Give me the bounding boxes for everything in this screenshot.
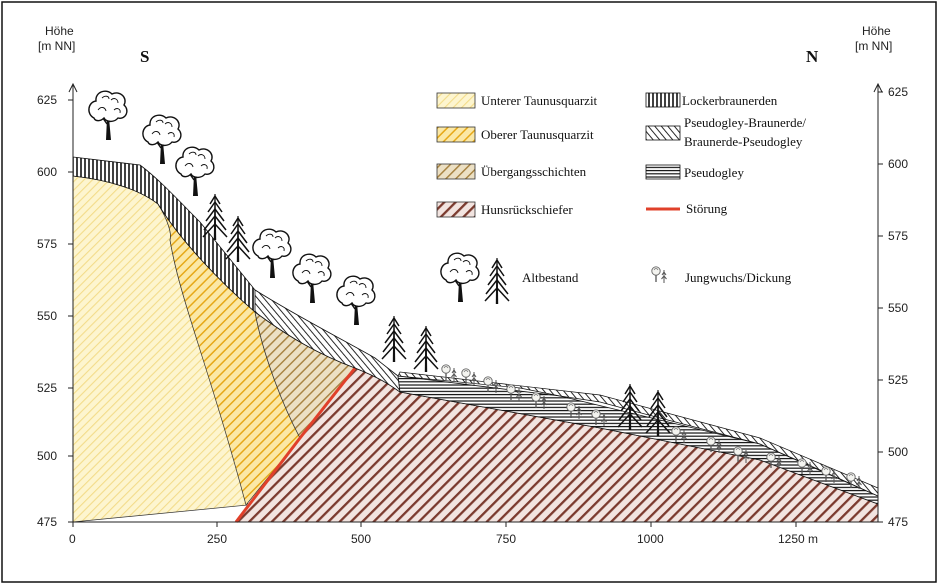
legend-conifer-tree-icon — [484, 257, 510, 305]
legend-label-pbraun-line2: Braunerde-Pseudogley — [684, 134, 803, 149]
legend-swatch-uebergang — [436, 163, 476, 180]
left-tick-500: 500 — [37, 449, 57, 463]
left-tick-550: 550 — [37, 309, 57, 323]
right-axis-label-line1: Höhe — [862, 24, 891, 38]
legend-swatch-oberer — [436, 126, 476, 143]
left-tick-475: 475 — [37, 515, 57, 529]
legend-swatch-pbraun — [645, 125, 681, 141]
x-tick-1250: 1250 m — [778, 532, 818, 546]
legend-label-pseudogley: Pseudogley — [684, 165, 744, 180]
soil-pseudogley-braunerde — [254, 289, 401, 393]
x-tick-labels: 0 250 500 750 1000 1250 m — [69, 532, 818, 546]
legend-label-unterer: Unterer Taunusquarzit — [481, 93, 598, 108]
left-y-axis — [68, 82, 78, 523]
legend-label-oberer: Oberer Taunusquarzit — [481, 127, 594, 142]
direction-south: S — [140, 47, 149, 66]
right-tick-550: 550 — [888, 301, 908, 315]
x-tick-250: 250 — [207, 532, 227, 546]
x-tick-750: 750 — [496, 532, 516, 546]
stoerung-fault-line — [234, 367, 357, 523]
soil-lockerbraunerden — [72, 156, 271, 313]
legend-label-uebergang: Übergangsschichten — [481, 164, 587, 179]
legend-young-tree-icon — [651, 266, 668, 284]
right-tick-600: 600 — [888, 157, 908, 171]
x-tick-0: 0 — [69, 532, 76, 546]
legend-label-jungwuchs: Jungwuchs/Dickung — [685, 270, 792, 285]
legend-label-locker: Lockerbraunerden — [682, 93, 778, 108]
left-tick-600: 600 — [37, 165, 57, 179]
legend-label-stoerung: Störung — [686, 201, 728, 216]
right-tick-625: 625 — [888, 85, 908, 99]
legend-swatch-locker — [645, 92, 681, 108]
left-axis-label-line2: [m NN] — [38, 39, 75, 53]
left-tick-575: 575 — [37, 237, 57, 251]
legend-swatch-pseudogley — [645, 164, 681, 180]
right-tick-labels: 625 600 575 550 525 500 475 — [888, 85, 908, 529]
left-tick-525: 525 — [37, 381, 57, 395]
x-axis — [72, 521, 878, 527]
right-tick-475: 475 — [888, 515, 908, 529]
legend: Unterer Taunusquarzit Oberer Taunusquarz… — [436, 92, 806, 305]
direction-north: N — [806, 47, 819, 66]
x-tick-500: 500 — [351, 532, 371, 546]
right-tick-525: 525 — [888, 373, 908, 387]
right-axis-label-line2: [m NN] — [855, 39, 892, 53]
legend-label-hunsrueck: Hunsrückschiefer — [481, 202, 573, 217]
right-tick-575: 575 — [888, 229, 908, 243]
x-tick-1000: 1000 — [637, 532, 664, 546]
soil-pseudogley-braunerde-lower — [397, 371, 879, 497]
right-tick-500: 500 — [888, 445, 908, 459]
legend-swatch-hunsrueck — [436, 201, 476, 218]
legend-label-pbraun-line1: Pseudogley-Braunerde/ — [684, 115, 806, 130]
left-axis-label-line1: Höhe — [45, 24, 74, 38]
left-tick-625: 625 — [37, 93, 57, 107]
legend-label-altbestand: Altbestand — [522, 270, 579, 285]
legend-swatch-unterer — [436, 92, 476, 109]
right-y-axis — [873, 82, 883, 523]
legend-decid-tree-icon — [440, 252, 480, 303]
left-tick-labels: 625 600 575 550 525 500 475 — [37, 93, 57, 529]
